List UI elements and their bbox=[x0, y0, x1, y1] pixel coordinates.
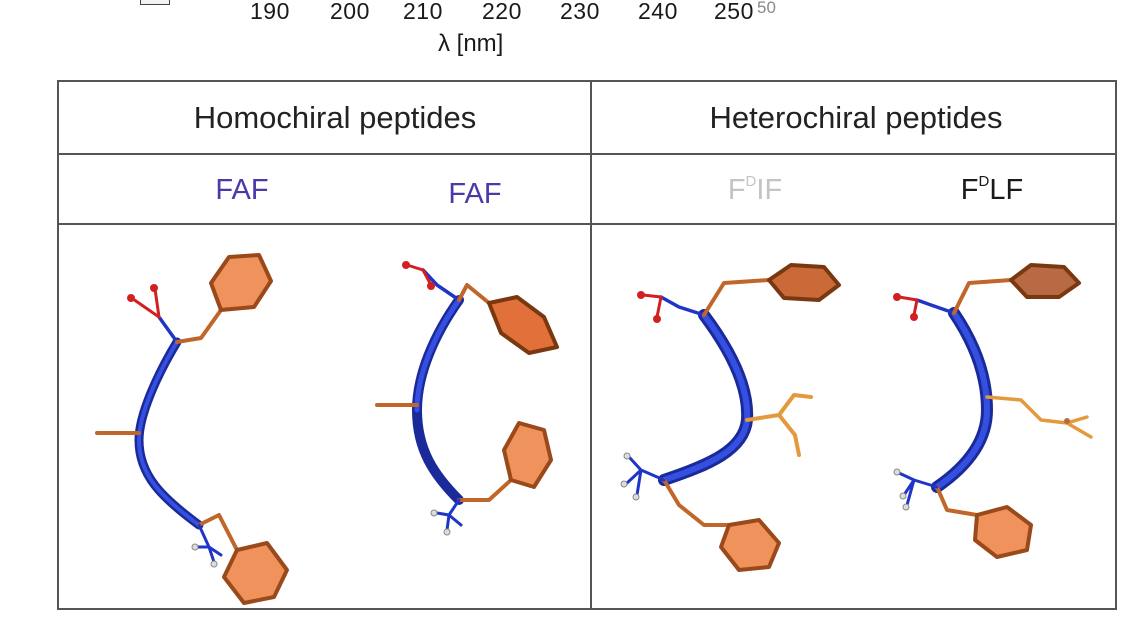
row-divider bbox=[59, 223, 1115, 225]
backbone-bond bbox=[421, 268, 461, 302]
peptide-table: Homochiral peptides Heterochiral peptide… bbox=[57, 80, 1117, 610]
column-divider bbox=[590, 82, 592, 608]
sidechain-bond bbox=[952, 278, 1013, 315]
oxygen-atom bbox=[150, 284, 158, 292]
hydrogen-atom bbox=[191, 543, 199, 551]
backbone-bond bbox=[659, 295, 706, 317]
x-tick-label: 240 bbox=[638, 0, 678, 24]
hydrogen-atom bbox=[899, 492, 907, 500]
leucine-sidechain bbox=[985, 395, 1093, 439]
amine-bond bbox=[435, 498, 463, 532]
x-tick-label: 230 bbox=[560, 0, 600, 24]
backbone-bond bbox=[915, 298, 956, 315]
hydrogen-atom bbox=[623, 452, 631, 460]
oxygen-atom bbox=[893, 293, 901, 301]
faf-structure-1 bbox=[95, 253, 289, 605]
peptide-label-faf-2: FAF bbox=[448, 178, 502, 210]
hydrogen-atom bbox=[210, 560, 218, 568]
homochiral-header: Homochiral peptides bbox=[193, 100, 477, 135]
axis-strip: 190 200 210 220 230 240 250 50 λ [nm] bbox=[0, 0, 1135, 70]
x-tick-label: 250 bbox=[714, 0, 754, 24]
carboxyl-bond bbox=[131, 287, 161, 319]
x-axis-label: λ [nm] bbox=[438, 30, 504, 57]
phenyl-ring bbox=[222, 541, 289, 605]
row-divider bbox=[59, 153, 1115, 155]
oxygen-atom bbox=[910, 313, 918, 321]
backbone-bond bbox=[157, 315, 179, 344]
sidechain-bond bbox=[197, 513, 239, 552]
peptide-label-fdlf: FDLF bbox=[960, 173, 1024, 206]
sidechain-bond bbox=[702, 278, 771, 317]
backbone-ribbon-highlight bbox=[661, 312, 751, 483]
hydrogen-atom bbox=[893, 468, 901, 476]
amine-bond bbox=[195, 523, 223, 564]
heterochiral-header: Heterochiral peptides bbox=[709, 100, 1003, 135]
fdlf-structure bbox=[893, 263, 1093, 559]
sidechain-bond bbox=[662, 478, 731, 527]
phenyl-ring bbox=[719, 518, 781, 572]
backbone-ribbon-highlight bbox=[934, 310, 990, 490]
backbone-ribbon-highlight bbox=[137, 340, 201, 527]
oxygen-atom bbox=[637, 291, 645, 299]
oxygen-atom bbox=[127, 294, 135, 302]
hydrogen-atom bbox=[902, 503, 910, 511]
sidechain-bond bbox=[935, 485, 979, 517]
amine-bond bbox=[625, 455, 666, 497]
x-tick-label: 220 bbox=[482, 0, 522, 24]
faf-structure-2 bbox=[375, 261, 559, 536]
hydrogen-atom bbox=[430, 509, 438, 517]
oxygen-atom bbox=[402, 261, 410, 269]
x-tick-label: 210 bbox=[403, 0, 443, 24]
amine-bond bbox=[897, 471, 939, 507]
phenyl-ring bbox=[767, 263, 841, 302]
carbon-atom bbox=[1064, 418, 1070, 424]
x-tick-label: 190 bbox=[250, 0, 290, 24]
backbone-ribbon bbox=[931, 307, 993, 493]
carboxyl-bond bbox=[641, 293, 663, 319]
peptide-label-faf-1: FAF bbox=[215, 174, 269, 206]
backbone-ribbon bbox=[134, 337, 204, 530]
x-tick-label: 200 bbox=[330, 0, 370, 24]
phenyl-ring bbox=[973, 505, 1033, 559]
oxygen-atom bbox=[427, 282, 435, 290]
oxygen-atom bbox=[653, 315, 661, 323]
isoleucine-sidechain bbox=[745, 393, 813, 457]
fdif-structure bbox=[620, 263, 841, 572]
hydrogen-atom bbox=[632, 493, 640, 501]
x-tick-label-overlap: 50 bbox=[757, 0, 776, 17]
sidechain-bond bbox=[457, 283, 491, 305]
phenyl-ring bbox=[209, 253, 273, 312]
backbone-ribbon-highlight bbox=[414, 297, 462, 413]
peptide-label-fdif: FDIF bbox=[727, 173, 783, 206]
backbone-ribbon bbox=[658, 309, 754, 486]
phenyl-ring bbox=[1009, 263, 1081, 299]
phenyl-ring bbox=[502, 421, 553, 489]
sidechain-bond bbox=[457, 478, 513, 502]
carboxyl-bond bbox=[897, 295, 919, 317]
legend-swatch bbox=[140, 0, 170, 5]
hydrogen-atom bbox=[620, 480, 628, 488]
hydrogen-atom bbox=[443, 528, 451, 536]
sidechain-bond bbox=[175, 308, 223, 344]
phenyl-ring bbox=[487, 295, 559, 355]
